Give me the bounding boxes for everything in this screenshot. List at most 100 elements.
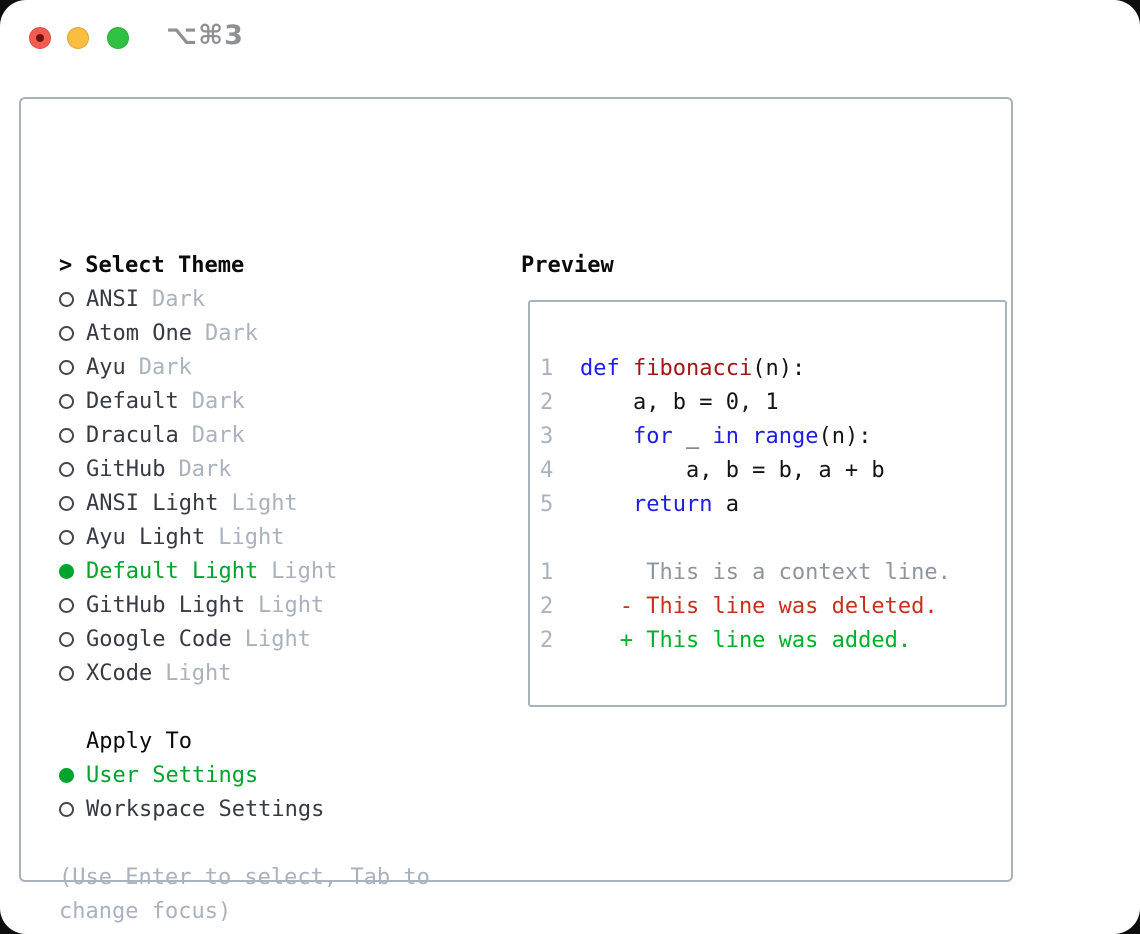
theme-name: GitHub xyxy=(86,456,166,482)
theme-name: Ayu xyxy=(86,354,126,380)
theme-variant: Light xyxy=(165,660,232,686)
theme-name: Default Light xyxy=(86,558,259,584)
theme-option-default-dark[interactable]: Default Dark xyxy=(59,384,430,418)
radio-icon xyxy=(59,291,74,307)
theme-name: XCode xyxy=(86,660,153,686)
theme-variant: Dark xyxy=(178,456,232,482)
theme-option-ansi-dark[interactable]: ANSI Dark xyxy=(59,282,430,316)
diff-text: - This line was deleted. xyxy=(580,593,938,619)
theme-name: Atom One xyxy=(86,320,192,346)
theme-variant: Dark xyxy=(191,388,245,414)
theme-variant: Light xyxy=(257,592,325,618)
code-line: 4 a, b = b, a + b xyxy=(540,453,951,487)
code-token: (n): xyxy=(752,355,806,381)
theme-name: Default xyxy=(86,388,179,414)
theme-name: ANSI xyxy=(86,286,139,312)
line-number: 1 xyxy=(540,355,554,381)
line-number: 4 xyxy=(540,457,554,483)
radio-selected-icon xyxy=(59,563,74,579)
theme-option-github-dark[interactable]: GitHub Dark xyxy=(59,452,430,486)
code-token: for xyxy=(632,423,673,449)
spacer xyxy=(59,826,430,860)
code-line: 3 for _ in range(n): xyxy=(540,419,951,453)
code-token: def xyxy=(580,355,633,381)
theme-option-xcode[interactable]: XCode Light xyxy=(59,656,430,690)
theme-variant: Dark xyxy=(138,354,192,380)
theme-option-atom-one-dark[interactable]: Atom One Dark xyxy=(59,316,430,350)
apply-option-workspace-settings[interactable]: Workspace Settings xyxy=(59,792,430,826)
code-token: a xyxy=(712,491,739,517)
radio-icon xyxy=(59,495,74,511)
apply-to-header: Apply To xyxy=(59,724,430,758)
line-number: 2 xyxy=(540,627,554,653)
spacer xyxy=(59,690,430,724)
theme-name: ANSI Light xyxy=(86,490,219,516)
radio-icon xyxy=(59,393,74,409)
preview-title: Preview xyxy=(521,252,614,278)
apply-option-label: Workspace Settings xyxy=(86,796,325,822)
minimize-button[interactable] xyxy=(67,27,89,49)
diff-added-line: 2 + This line was added. xyxy=(540,623,951,657)
code-token: in xyxy=(712,423,739,449)
radio-icon xyxy=(59,801,74,817)
diff-deleted-line: 2 - This line was deleted. xyxy=(540,589,951,623)
theme-option-ansi-light[interactable]: ANSI Light Light xyxy=(59,486,430,520)
theme-variant: Light xyxy=(231,490,298,516)
theme-name: Google Code xyxy=(86,626,232,652)
diff-text: + This line was added. xyxy=(580,627,912,653)
unsaved-dot-icon xyxy=(36,34,44,42)
select-theme-header: > Select Theme xyxy=(59,248,430,282)
radio-icon xyxy=(59,325,74,341)
radio-icon xyxy=(59,529,74,545)
theme-variant: Light xyxy=(218,524,285,550)
line-number: 3 xyxy=(540,423,554,449)
hint-text-line1: (Use Enter to select, Tab to xyxy=(59,864,430,890)
line-number: 1 xyxy=(540,559,554,585)
theme-option-default-light[interactable]: Default Light Light xyxy=(59,554,430,588)
radio-icon xyxy=(59,665,74,681)
radio-icon xyxy=(59,461,74,477)
window-title: ⌥⌘3 xyxy=(166,20,244,51)
theme-variant: Dark xyxy=(204,320,258,346)
code-token: a, b = 0, 1 xyxy=(580,389,779,415)
theme-variant: Dark xyxy=(151,286,205,312)
line-number: 5 xyxy=(540,491,554,517)
theme-variant: Dark xyxy=(191,422,245,448)
radio-icon xyxy=(59,631,74,647)
radio-selected-icon xyxy=(59,767,74,783)
code-line: 2 a, b = 0, 1 xyxy=(540,385,951,419)
code-line: 1 def fibonacci(n): xyxy=(540,351,951,385)
code-line: 5 return a xyxy=(540,487,951,521)
apply-option-user-settings[interactable]: User Settings xyxy=(59,758,430,792)
hint-text-line2: change focus) xyxy=(59,898,232,924)
close-button[interactable] xyxy=(29,27,51,49)
line-number: 2 xyxy=(540,389,554,415)
theme-variant: Light xyxy=(271,558,338,584)
theme-name: Dracula xyxy=(86,422,179,448)
code-token: fibonacci xyxy=(632,355,753,381)
select-theme-title: Select Theme xyxy=(85,252,245,278)
apply-to-title: Apply To xyxy=(86,728,192,754)
line-number: 2 xyxy=(540,593,554,619)
radio-icon xyxy=(59,597,74,613)
theme-name: GitHub Light xyxy=(86,592,245,618)
theme-option-dracula-dark[interactable]: Dracula Dark xyxy=(59,418,430,452)
radio-icon xyxy=(59,359,74,375)
code-token: return xyxy=(632,491,713,517)
code-token: a, b = b, a + b xyxy=(580,457,885,483)
zoom-button[interactable] xyxy=(107,27,129,49)
prompt-icon: > xyxy=(59,252,73,278)
theme-option-ayu-dark[interactable]: Ayu Dark xyxy=(59,350,430,384)
code-token: _ xyxy=(672,423,713,449)
empty-line xyxy=(540,521,951,555)
code-token: (n): xyxy=(818,423,872,449)
diff-context-line: 1 This is a context line. xyxy=(540,555,951,589)
theme-option-github-light[interactable]: GitHub Light Light xyxy=(59,588,430,622)
